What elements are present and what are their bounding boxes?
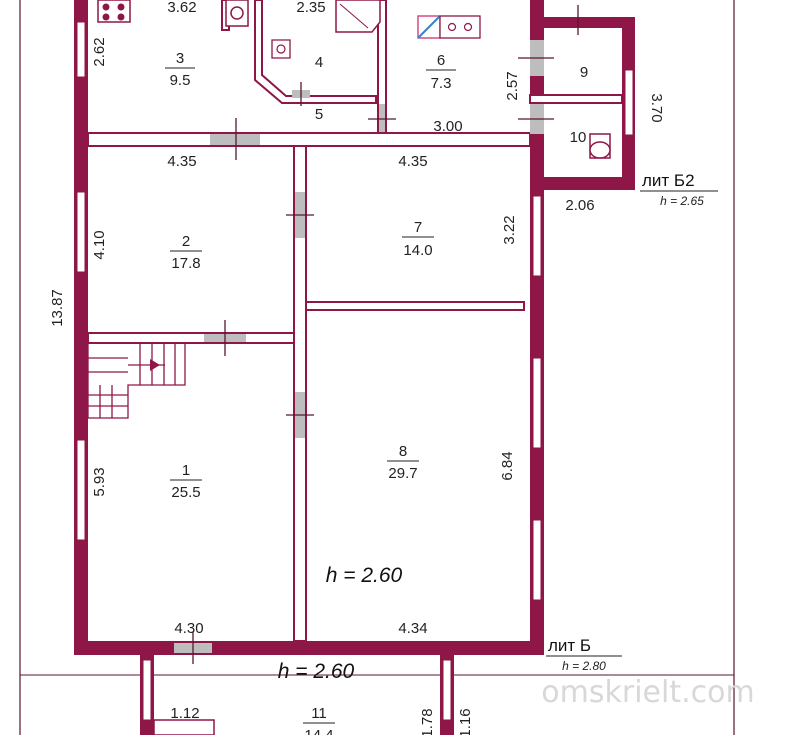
dim-2-35: 2.35 [296,0,325,16]
room-11-label: 11 14.4 [303,705,335,735]
liter-b-label: лит Б h = 2.80 [546,636,622,673]
sink-icon [225,0,249,27]
svg-text:3: 3 [176,50,184,67]
room-6-label: 6 7.3 [426,52,456,92]
property-outline [19,0,735,735]
dim-3-22: 3.22 [501,215,518,244]
svg-text:лит Б2: лит Б2 [642,171,695,190]
watermark: omskrielt.com [541,675,754,710]
ceiling-height-main: h = 2.60 [326,564,403,587]
room-10-number: 10 [570,129,587,146]
dim-3-70: 3.70 [648,93,665,122]
svg-text:11: 11 [311,705,327,722]
washbasin-icon [271,39,291,59]
room-5-number: 5 [315,106,323,123]
bathtub-icon [335,0,381,33]
room-7-label: 7 14.0 [402,219,434,259]
svg-text:h = 2.80: h = 2.80 [562,659,606,673]
doors [174,40,544,653]
svg-text:7.3: 7.3 [431,75,452,92]
svg-text:25.5: 25.5 [171,484,200,501]
liter-b2-label: лит Б2 h = 2.65 [640,171,718,208]
exterior-walls [74,0,635,735]
dim-13-87: 13.87 [49,289,66,327]
dim-5-93: 5.93 [91,467,108,496]
dim-2-57: 2.57 [504,71,521,100]
svg-text:1: 1 [182,462,190,479]
dim-4-30: 4.30 [174,620,203,637]
room-8-label: 8 29.7 [387,443,419,482]
boiler-icon [417,15,481,39]
dim-0-16: 1.16 [457,708,474,735]
dim-3-62: 3.62 [167,0,196,16]
windows [76,21,634,721]
svg-text:2: 2 [182,233,190,250]
dimension-labels: 3.62 2.35 2.62 2.57 3.70 3.00 4.35 4.35 … [49,0,665,735]
svg-text:17.8: 17.8 [171,255,200,272]
dim-1-12: 1.12 [170,705,199,722]
svg-text:h = 2.65: h = 2.65 [660,194,704,208]
toilet-icon [589,133,611,159]
svg-text:8: 8 [399,443,407,460]
ceiling-height-lower: h = 2.60 [278,660,355,683]
svg-text:6: 6 [437,52,445,69]
dim-4-34: 4.34 [398,620,427,637]
svg-text:14.0: 14.0 [403,242,432,259]
room-1-label: 1 25.5 [170,462,202,501]
svg-text:9.5: 9.5 [170,72,191,89]
svg-text:29.7: 29.7 [388,465,417,482]
stove-icon [97,0,131,23]
room-3-label: 3 9.5 [165,50,195,89]
dim-0-78: 1.78 [419,708,436,735]
room-4-outline [254,0,377,104]
door-ticks [192,5,579,664]
dim-2-62: 2.62 [91,37,108,66]
staircase-icon [87,343,186,419]
dim-3-00: 3.00 [433,118,462,135]
svg-text:лит Б: лит Б [548,636,591,655]
dim-4-10: 4.10 [91,230,108,259]
dim-4-35-right: 4.35 [398,153,427,170]
dim-6-84: 6.84 [499,451,516,480]
room-11-fixture [153,719,215,735]
room-4-number: 4 [315,54,323,71]
room-labels: 3 9.5 4 5 6 7.3 9 10 2 17.8 7 14.0 1 25.… [165,50,588,735]
room-2-label: 2 17.8 [170,233,202,272]
dim-2-06: 2.06 [565,197,594,214]
svg-text:7: 7 [414,219,422,236]
svg-text:14.4: 14.4 [304,727,333,735]
room-9-number: 9 [580,64,588,81]
dim-4-35-left: 4.35 [167,153,196,170]
